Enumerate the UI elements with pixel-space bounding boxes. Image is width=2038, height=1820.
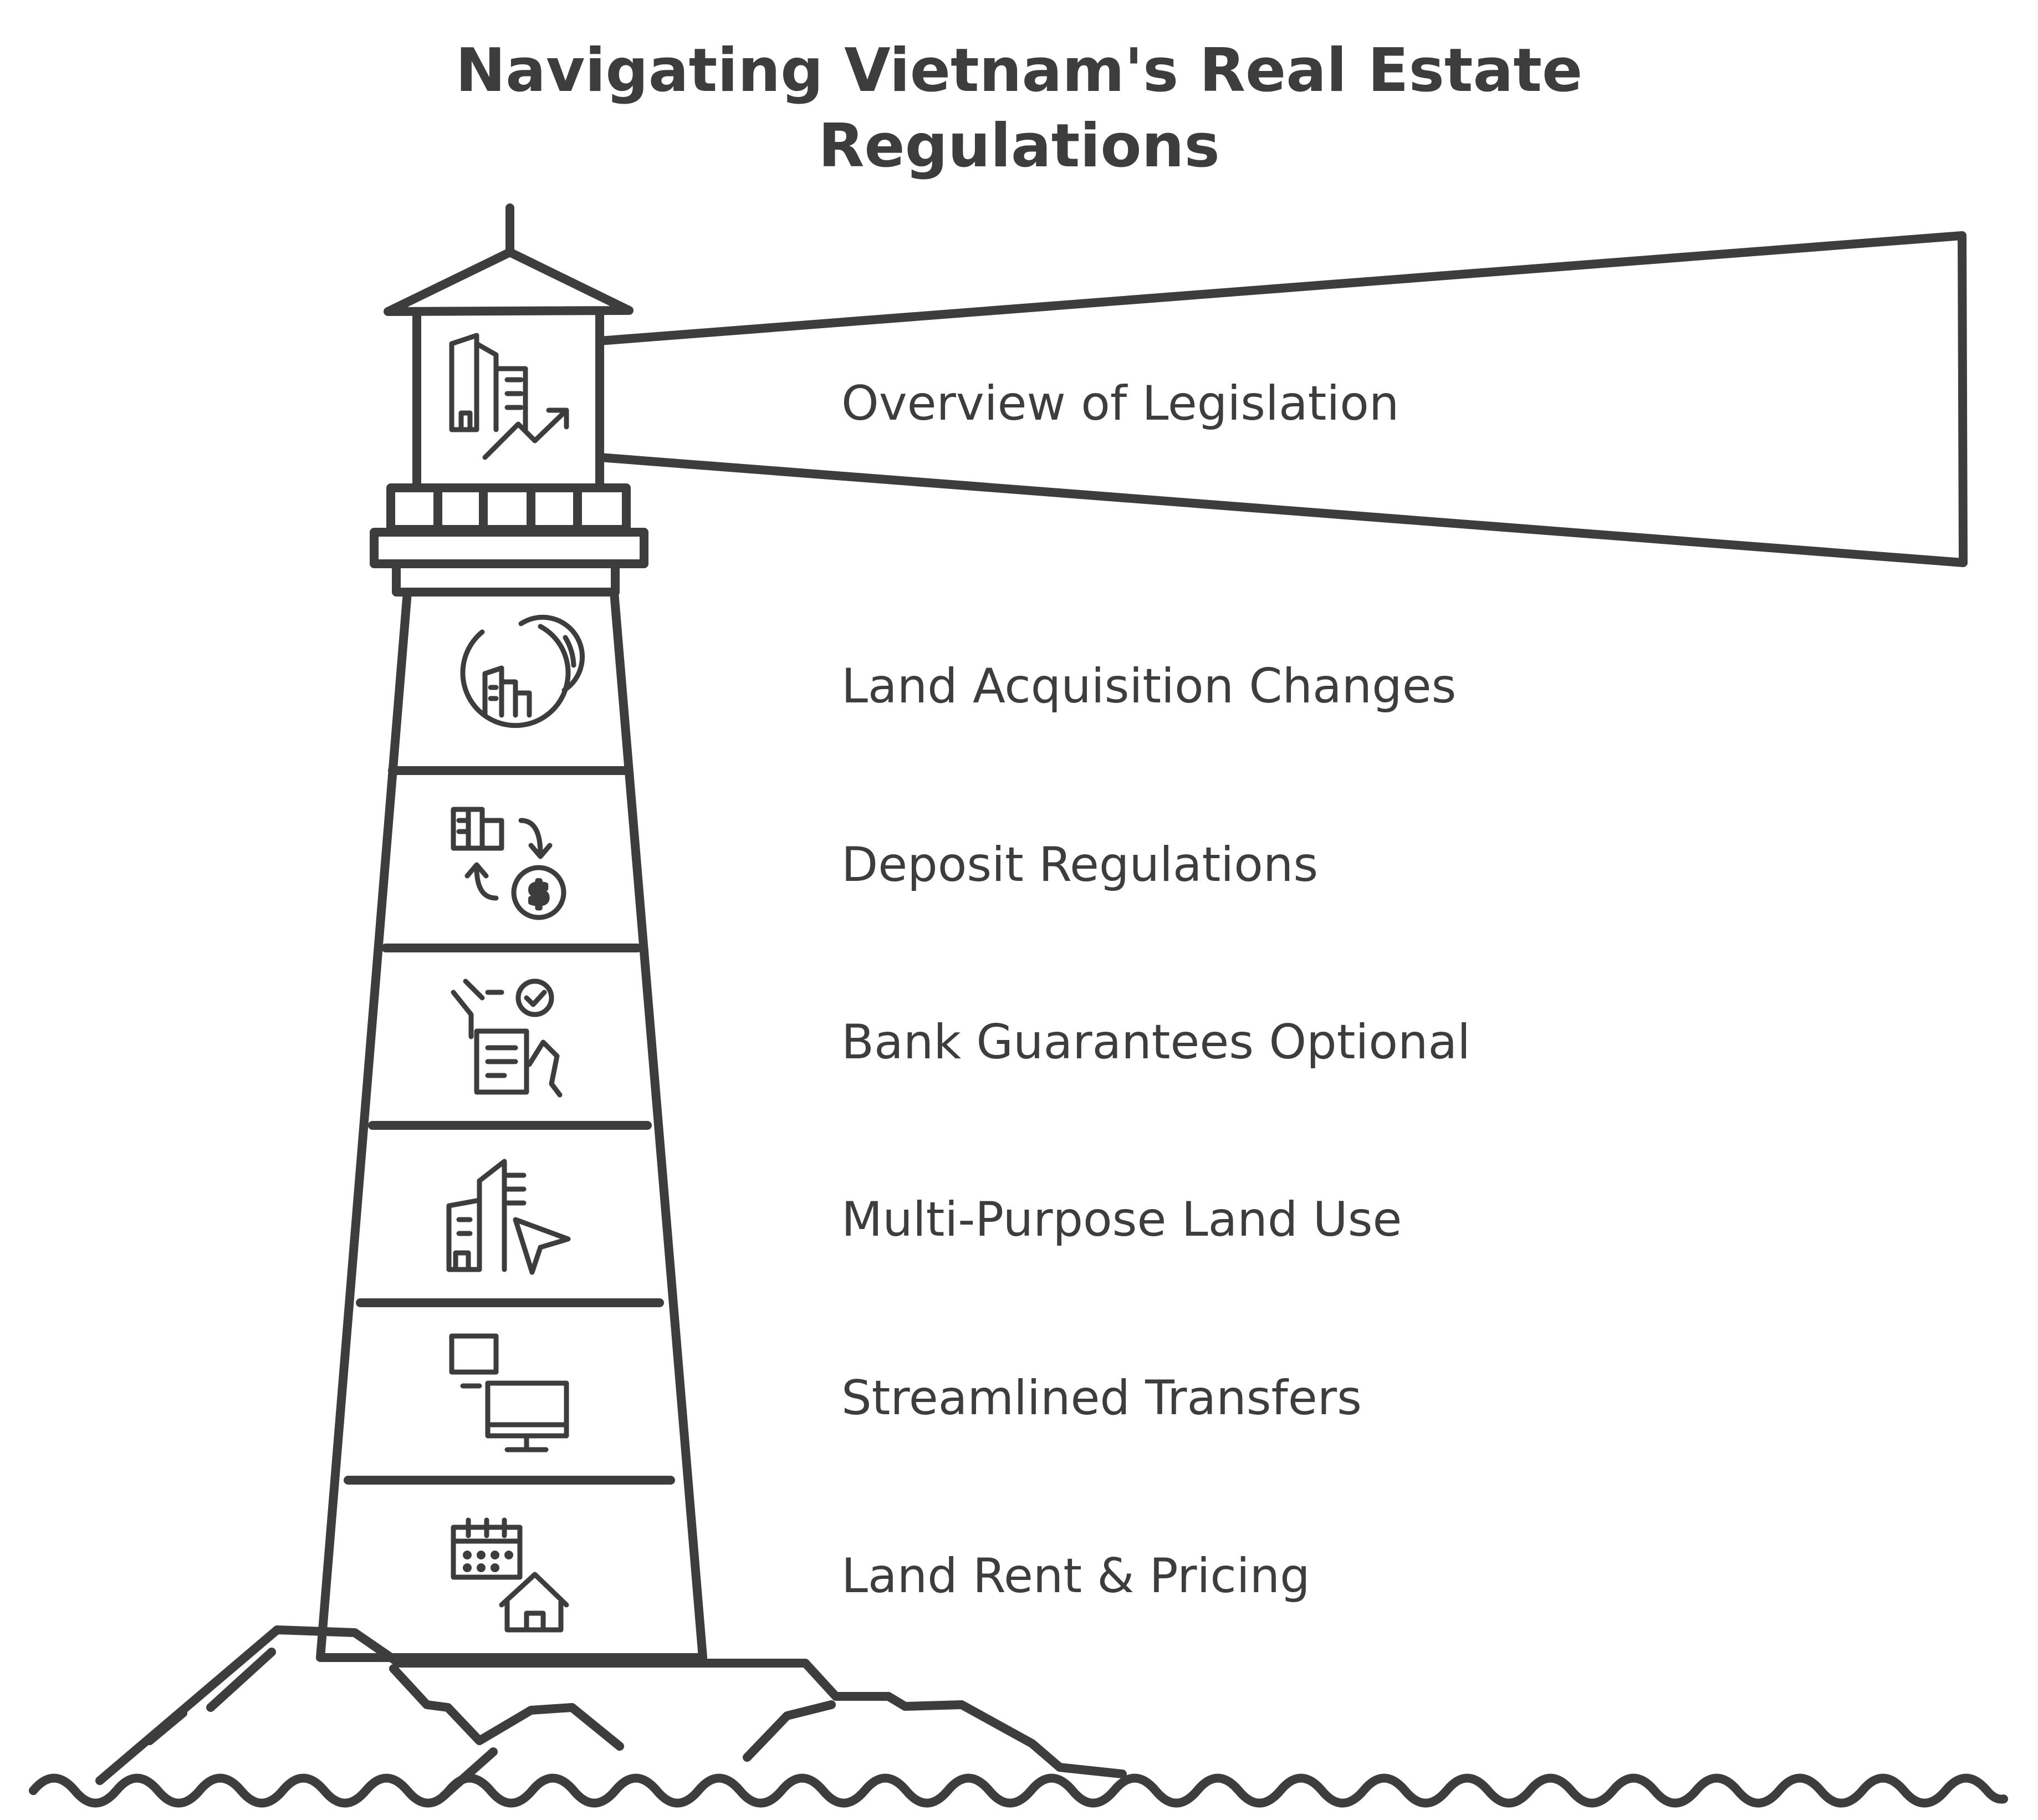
buildings-cursor-icon: [446, 1159, 571, 1275]
light-beam: [595, 231, 1968, 567]
label-streamlined-transfers: Streamlined Transfers: [841, 1370, 1362, 1426]
label-land-rent-pricing: Land Rent & Pricing: [841, 1548, 1310, 1604]
buildings-growth-icon: [449, 333, 569, 460]
calendar-house-icon: [451, 1517, 569, 1633]
water-waves: [29, 1773, 2008, 1808]
calendar-dots: [463, 1551, 513, 1572]
property-money-exchange-icon: $: [451, 807, 566, 920]
lantern-roof: [384, 248, 634, 316]
gallery-deck: [370, 528, 648, 568]
label-multi-purpose-land-use: Multi-Purpose Land Use: [841, 1192, 1402, 1247]
label-overview-of-legislation: Overview of Legislation: [841, 376, 1399, 431]
label-land-acquisition-changes: Land Acquisition Changes: [841, 659, 1457, 714]
rocks: [95, 1625, 1127, 1801]
city-chart-icon: [460, 614, 585, 728]
document-approval-icon: [451, 978, 563, 1098]
title-line-1: Navigating Vietnam's Real Estate: [455, 36, 1583, 105]
tower-collar: [392, 559, 620, 597]
lantern-room: [412, 309, 604, 492]
lantern-railing: [386, 483, 631, 534]
diagram-title: Navigating Vietnam's Real Estate Regulat…: [0, 33, 2038, 184]
title-line-2: Regulations: [818, 111, 1220, 181]
label-deposit-regulations: Deposit Regulations: [841, 837, 1319, 893]
tower-bands: [344, 766, 675, 1485]
label-bank-guarantees-optional: Bank Guarantees Optional: [841, 1014, 1471, 1070]
dollar-sign: $: [528, 876, 549, 911]
tower-body: [316, 588, 707, 1662]
computers-transfer-icon: [449, 1333, 569, 1452]
